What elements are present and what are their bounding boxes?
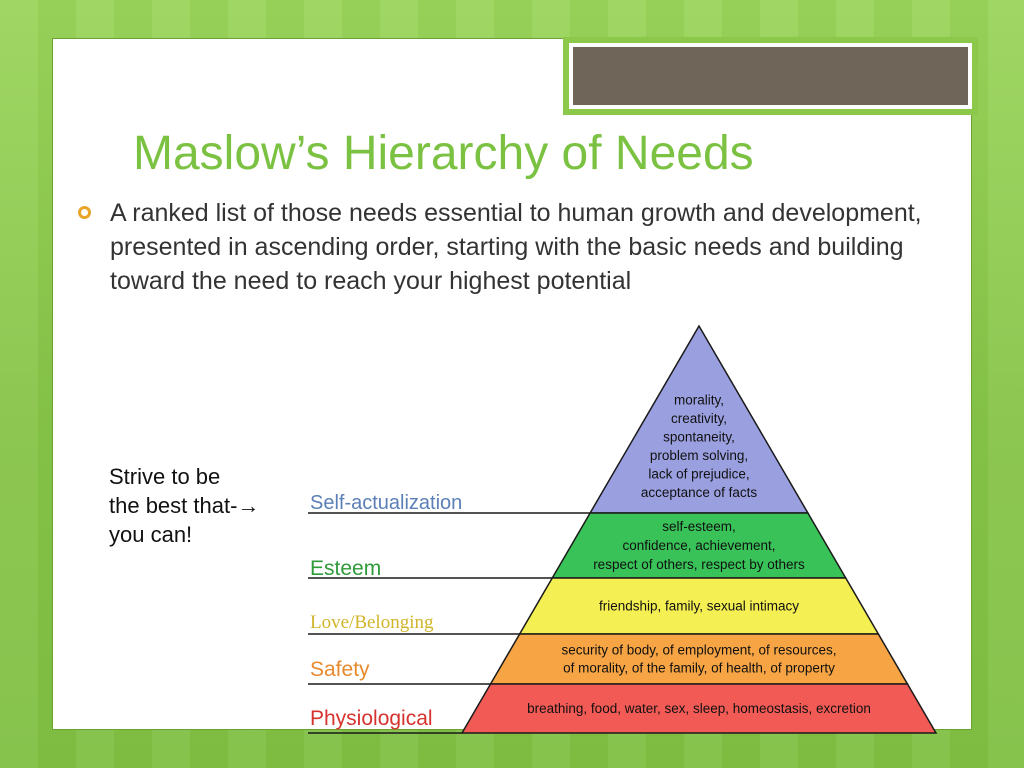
slide-title: Maslow’s Hierarchy of Needs <box>133 127 754 180</box>
pyramid-level-3 <box>489 633 909 685</box>
title-tab-decoration <box>563 37 978 115</box>
slide-canvas <box>52 37 978 730</box>
pyramid-level-1-description-line-0: self-esteem, <box>662 519 736 534</box>
pyramid-level-3-label: Safety <box>310 658 370 681</box>
pyramid-level-2-label: Love/Belonging <box>310 612 434 633</box>
pyramid-level-0-description-line-3: problem solving, <box>650 448 748 463</box>
pyramid-level-4-label: Physiological <box>310 707 433 730</box>
pyramid-level-0-description-line-2: spontaneity, <box>663 429 735 444</box>
strive-note-line-1: Strive to be <box>109 464 221 489</box>
pyramid-level-1-label: Esteem <box>310 557 381 580</box>
pyramid-level-0-description-line-5: acceptance of facts <box>641 485 758 500</box>
ring-bullet-icon <box>78 206 91 219</box>
strive-note-line-2: the best that-→ <box>109 493 260 518</box>
pyramid-level-1-description-line-1: confidence, achievement, <box>622 538 775 553</box>
pyramid-level-0-label: Self-actualization <box>310 492 462 514</box>
pyramid-level-3-description-line-1: of morality, of the family, of health, o… <box>563 661 835 676</box>
pyramid-level-2-description-line-0: friendship, family, sexual intimacy <box>599 599 799 614</box>
pyramid-level-0-description-line-0: morality, <box>674 392 724 407</box>
pyramid-level-4-description-line-0: breathing, food, water, sex, sleep, home… <box>527 701 871 716</box>
pyramid-level-0-description-line-1: creativity, <box>671 411 727 426</box>
pyramid-level-3-description-line-0: security of body, of employment, of reso… <box>561 643 836 658</box>
pyramid-level-1-description-line-2: respect of others, respect by others <box>593 557 805 572</box>
bullet-text: A ranked list of those needs essential t… <box>110 199 922 295</box>
strive-note: Strive to be the best that-→ you can! <box>109 462 309 549</box>
pyramid-level-4 <box>460 683 938 734</box>
pyramid-level-0-description-line-4: lack of prejudice, <box>648 466 749 481</box>
strive-note-line-3: you can! <box>109 522 193 547</box>
